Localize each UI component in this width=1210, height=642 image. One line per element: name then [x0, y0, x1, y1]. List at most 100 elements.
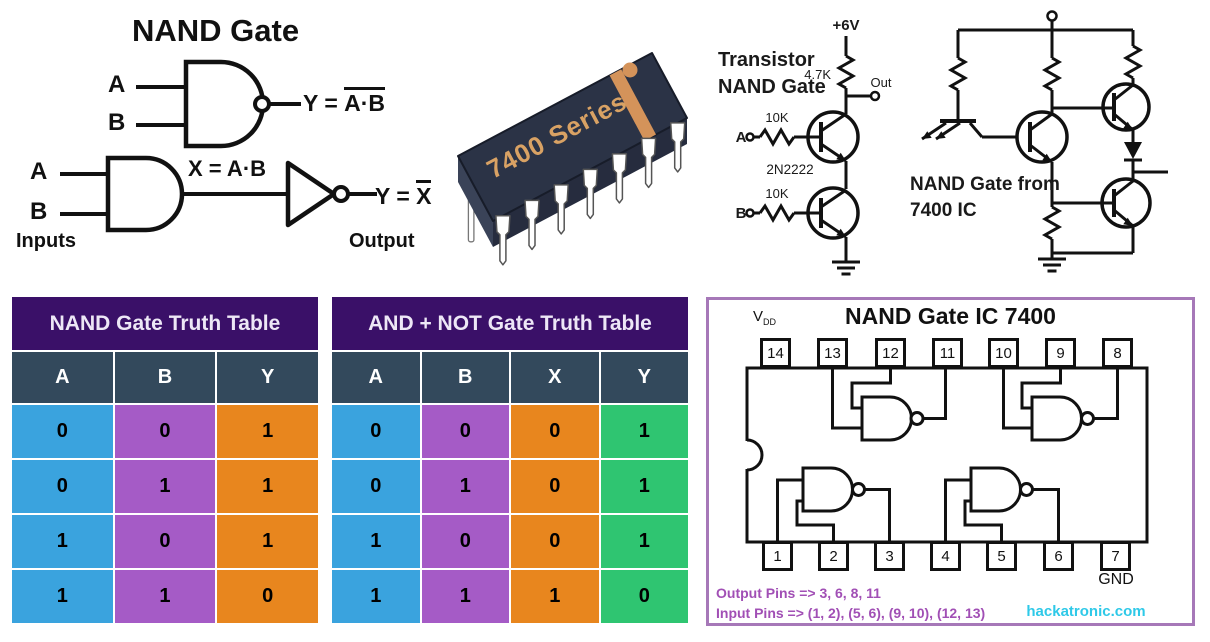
data-cell: 1: [600, 405, 688, 458]
pullup-resistor-label: 4.7K: [804, 67, 831, 82]
data-cell: 1: [217, 515, 318, 568]
gnd-label: GND: [1098, 571, 1134, 588]
output-label: Output: [349, 230, 415, 252]
ic7400-pinout-svg: [744, 366, 1149, 544]
transistor-circuit-title-line1: Transistor: [718, 49, 815, 71]
transistor-circuit-title-line2: NAND Gate: [718, 76, 826, 98]
ic7400-pinout-panel: NAND Gate IC 7400 VDD: [706, 297, 1195, 626]
vcc-terminal-icon: [1046, 10, 1058, 22]
brand-link[interactable]: hackatronic.com: [1026, 603, 1146, 620]
pin-7: 7: [1100, 541, 1131, 571]
pin-14: 14: [760, 338, 791, 368]
data-cell: 0: [12, 405, 113, 458]
data-cell: 0: [332, 460, 420, 513]
inverter-bubble-icon: [253, 95, 271, 113]
transistor-model-label: 2N2222: [766, 162, 813, 177]
input-b-terminal-icon: [745, 208, 755, 218]
data-cell: 1: [421, 460, 509, 513]
data-cell: 0: [511, 405, 599, 458]
ic7400-panel-title: NAND Gate IC 7400: [845, 303, 1056, 329]
pin-6: 6: [1043, 541, 1074, 571]
pin-4: 4: [930, 541, 961, 571]
pin-12: 12: [875, 338, 906, 368]
resistor-b-label: 10K: [765, 186, 788, 201]
data-cell: 0: [114, 405, 216, 458]
input-a-label: A: [736, 129, 747, 146]
chip-pin1-dot-icon: [622, 62, 638, 78]
transistor-circuit-wires: [745, 36, 881, 276]
chip-stripe: [609, 69, 656, 141]
header-cell: A: [12, 352, 113, 403]
nand-truth-table: NAND Gate Truth Table A B Y 0 0 1 0 1 1 …: [12, 297, 318, 623]
data-cell: 0: [421, 405, 509, 458]
data-cell: 1: [114, 570, 216, 623]
data-cell: 1: [12, 570, 113, 623]
inputs-label: Inputs: [16, 230, 76, 252]
data-cell: 1: [12, 515, 113, 568]
not-eq-overlined: X: [416, 180, 432, 208]
header-cell: X: [511, 352, 599, 403]
data-cell: 1: [332, 515, 420, 568]
ic-circuit-label-line1: NAND Gate from: [910, 174, 1060, 195]
out-terminal-icon: [869, 90, 881, 102]
not-triangle: [285, 160, 337, 228]
ic-circuit-label: NAND Gate from 7400 IC: [910, 172, 1060, 224]
nand-input-b-label: B: [108, 109, 126, 136]
header-cell: Y: [600, 352, 688, 403]
emitter-arrows: [836, 152, 846, 237]
pin-5: 5: [986, 541, 1017, 571]
ic-internal-circuit-svg: [921, 10, 1168, 273]
header-cell: B: [421, 352, 509, 403]
header-cell: Y: [217, 352, 318, 403]
transistor-circuit-title: Transistor NAND Gate: [718, 47, 826, 101]
data-cell: 1: [217, 460, 318, 513]
data-cell: 1: [421, 570, 509, 623]
gate-diagram-svg: [60, 59, 377, 233]
header-cell: B: [114, 352, 216, 403]
pin-8: 8: [1102, 338, 1133, 368]
data-cell: 1: [511, 570, 599, 623]
data-cell: 0: [511, 460, 599, 513]
input-a-terminal-icon: [745, 132, 755, 142]
data-cell: 1: [332, 570, 420, 623]
not-eq-prefix: Y =: [375, 183, 417, 209]
nand-symbol: [136, 59, 301, 149]
table-title: AND + NOT Gate Truth Table: [332, 297, 688, 350]
ic-notch-icon: [746, 438, 764, 472]
nand-equation: Y = A·B: [303, 87, 386, 116]
data-cell: 1: [600, 460, 688, 513]
and-equation: X = A·B: [188, 156, 267, 181]
not-equation: Y = X: [375, 180, 432, 209]
table-title: NAND Gate Truth Table: [12, 297, 318, 350]
transistor-circuit-svg: +6V 4.7K Out 10K 10K A B 2N2222: [736, 17, 892, 276]
and-input-a-label: A: [30, 158, 48, 185]
input-b-label: B: [736, 205, 747, 222]
ic-circuit-label-line2: 7400 IC: [910, 200, 977, 221]
and-input-b-label: B: [30, 198, 48, 225]
supply-label: +6V: [832, 17, 859, 34]
pin-1: 1: [762, 541, 793, 571]
pin-2: 2: [818, 541, 849, 571]
data-cell: 0: [511, 515, 599, 568]
pin-13: 13: [817, 338, 848, 368]
data-cell: 1: [217, 405, 318, 458]
data-cell: 0: [114, 515, 216, 568]
gate-diagram-title: NAND Gate: [132, 13, 300, 48]
data-cell: 1: [600, 515, 688, 568]
and-not-truth-table: AND + NOT Gate Truth Table A B X Y 0 0 0…: [332, 297, 688, 623]
data-cell: 0: [421, 515, 509, 568]
pin-10: 10: [988, 338, 1019, 368]
pin-11: 11: [932, 338, 963, 368]
nand-input-a-label: A: [108, 71, 126, 98]
nand-eq-overlined: A·B: [344, 87, 386, 115]
resistor-a-label: 10K: [765, 110, 788, 125]
data-cell: 1: [114, 460, 216, 513]
vdd-label: VDD: [753, 308, 777, 327]
data-cell: 0: [217, 570, 318, 623]
data-cell: 0: [332, 405, 420, 458]
ic-circuit-wires: [921, 10, 1168, 273]
chip-front-pins: [495, 122, 686, 266]
inverter-bubble-icon: [332, 185, 350, 203]
diode-icon: [1124, 142, 1142, 159]
